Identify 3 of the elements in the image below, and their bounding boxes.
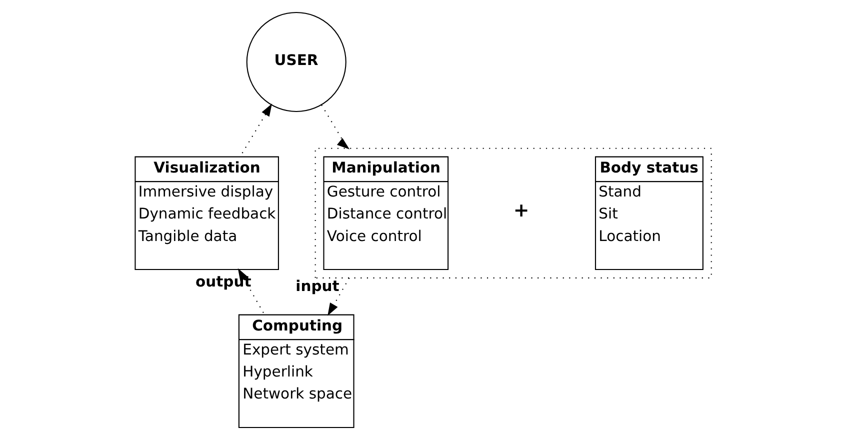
edge-label: input <box>295 278 339 296</box>
label: + <box>512 200 529 222</box>
edge-label: output <box>195 274 251 291</box>
